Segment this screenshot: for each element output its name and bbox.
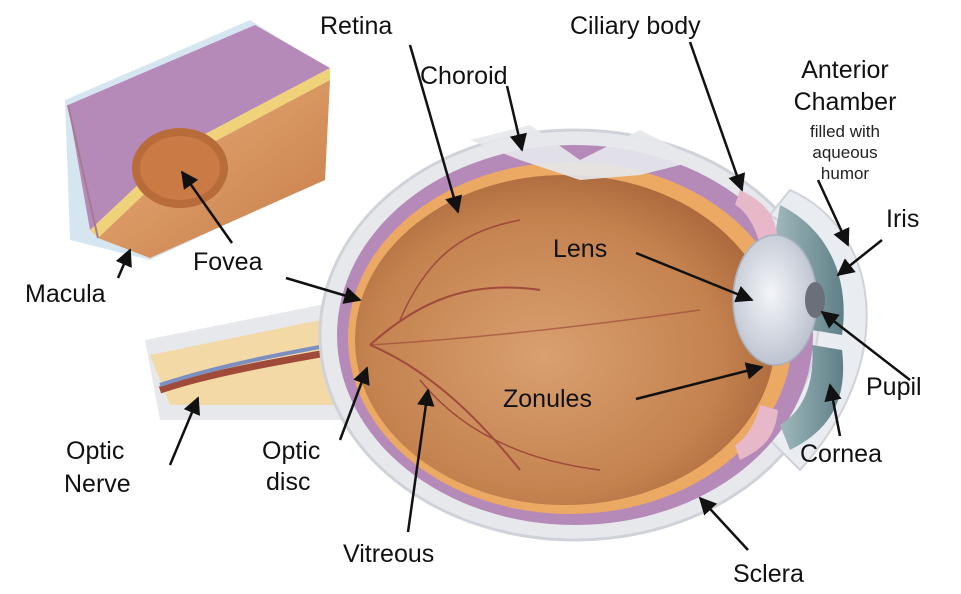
anterior-note-line2: aqueous — [775, 143, 915, 162]
sclera-label: Sclera — [733, 560, 804, 588]
retina-label: Retina — [320, 12, 392, 40]
optic-disc-label-line2: disc — [266, 468, 310, 496]
zonules-label: Zonules — [503, 385, 592, 413]
macula-inset — [65, 20, 330, 260]
pupil-label: Pupil — [866, 373, 922, 401]
ciliary-body-label: Ciliary body — [570, 12, 701, 40]
macula-label: Macula — [25, 280, 106, 308]
optic-nerve-label-line1: Optic — [66, 437, 124, 465]
cornea-label: Cornea — [800, 440, 882, 468]
anterior-note-line1: filled with — [775, 122, 915, 141]
choroid-label: Choroid — [420, 62, 508, 90]
fovea-label: Fovea — [193, 248, 262, 276]
eyeball-shape — [320, 125, 867, 540]
sclera-pointer — [700, 498, 748, 550]
anterior-note-line3: humor — [775, 164, 915, 183]
anterior-chamber-label-line2: Chamber — [760, 88, 930, 116]
optic-nerve-label-line2: Nerve — [64, 470, 131, 498]
lens-label: Lens — [553, 235, 607, 263]
optic-disc-label-line1: Optic — [262, 437, 320, 465]
vitreous-label: Vitreous — [343, 540, 434, 568]
macula-pointer — [118, 250, 130, 278]
iris-label: Iris — [886, 205, 919, 233]
anterior-chamber-label-line1: Anterior — [760, 56, 930, 84]
